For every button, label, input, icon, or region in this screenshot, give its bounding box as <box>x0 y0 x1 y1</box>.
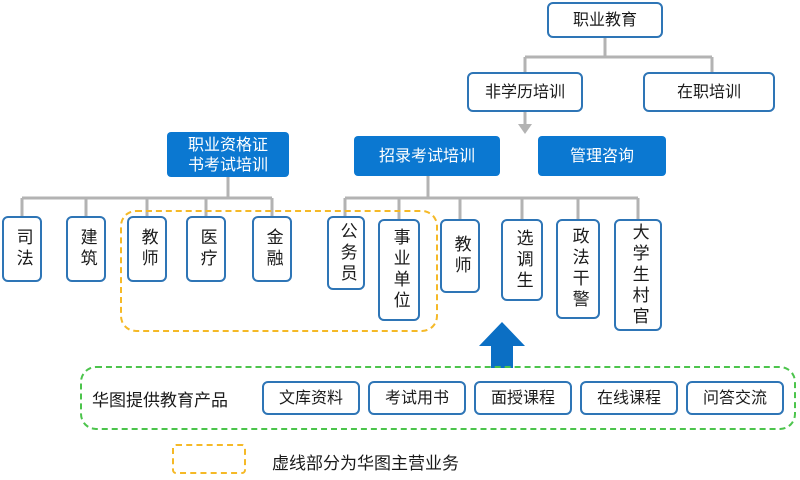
node-non-degree: 非学历培训 <box>467 72 583 112</box>
products-title: 华图提供教育产品 <box>92 391 228 411</box>
leaf-civil-servant: 公务员 <box>327 216 365 290</box>
leaf-teacher-cert: 教师 <box>127 216 167 282</box>
product-library: 文库资料 <box>262 381 360 415</box>
leaf-selected-graduate: 选调生 <box>501 219 543 301</box>
node-cert-training: 职业资格证书考试培训 <box>167 132 289 177</box>
product-qa: 问答交流 <box>686 381 784 415</box>
leaf-teacher-recruit: 教师 <box>440 219 480 293</box>
up-arrow-icon <box>479 322 525 368</box>
node-recruit-exam: 招录考试培训 <box>354 136 500 176</box>
leaf-medical: 医疗 <box>186 216 226 282</box>
small-arrow-head <box>518 124 532 134</box>
leaf-police: 政法干警 <box>556 219 600 319</box>
node-root: 职业教育 <box>547 2 663 38</box>
main-business-outline <box>120 210 438 332</box>
node-in-service: 在职培训 <box>643 72 775 112</box>
leaf-construction: 建筑 <box>66 216 106 282</box>
legend-text: 虚线部分为华图主营业务 <box>272 454 459 474</box>
products-outline <box>80 366 796 430</box>
legend-swatch <box>172 444 246 474</box>
leaf-village-official: 大学生村官 <box>614 219 662 331</box>
product-online-courses: 在线课程 <box>580 381 678 415</box>
leaf-finance: 金融 <box>252 216 292 282</box>
product-exam-books: 考试用书 <box>368 381 466 415</box>
leaf-public-institution: 事业单位 <box>378 219 420 321</box>
leaf-judicial: 司法 <box>2 216 42 282</box>
product-face-courses: 面授课程 <box>474 381 572 415</box>
node-mgmt-consult: 管理咨询 <box>538 136 666 176</box>
